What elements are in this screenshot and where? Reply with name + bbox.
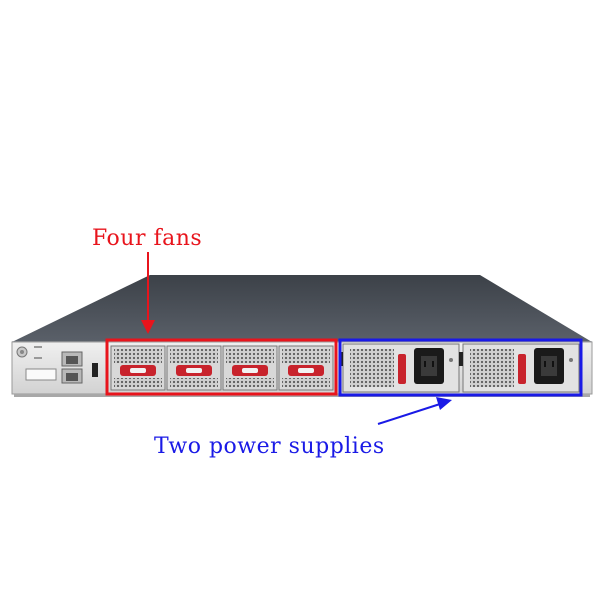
power-supplies-label: Two power supplies [154, 434, 385, 459]
power-supply-module [462, 343, 580, 393]
power-supply-modules [339, 343, 580, 393]
fans-label: Four fans [92, 226, 203, 251]
fan-module [166, 345, 222, 391]
fan-module [110, 345, 166, 391]
fan-modules [110, 345, 334, 391]
power-supply-module [342, 343, 460, 393]
usb-port[interactable] [25, 368, 57, 381]
psu-handle[interactable] [518, 354, 526, 384]
psu-handle[interactable] [398, 354, 406, 384]
fans-highlight-box [105, 338, 338, 396]
power-supplies-highlight-box [338, 338, 583, 397]
management-panel [16, 346, 98, 384]
chassis-top [12, 275, 592, 342]
power-supplies-arrow [377, 403, 441, 425]
fans-arrow-head [141, 320, 155, 334]
reset-button[interactable] [92, 363, 98, 377]
power-supplies-arrow-head [436, 397, 452, 410]
fan-module [222, 345, 278, 391]
fan-module [278, 345, 334, 391]
